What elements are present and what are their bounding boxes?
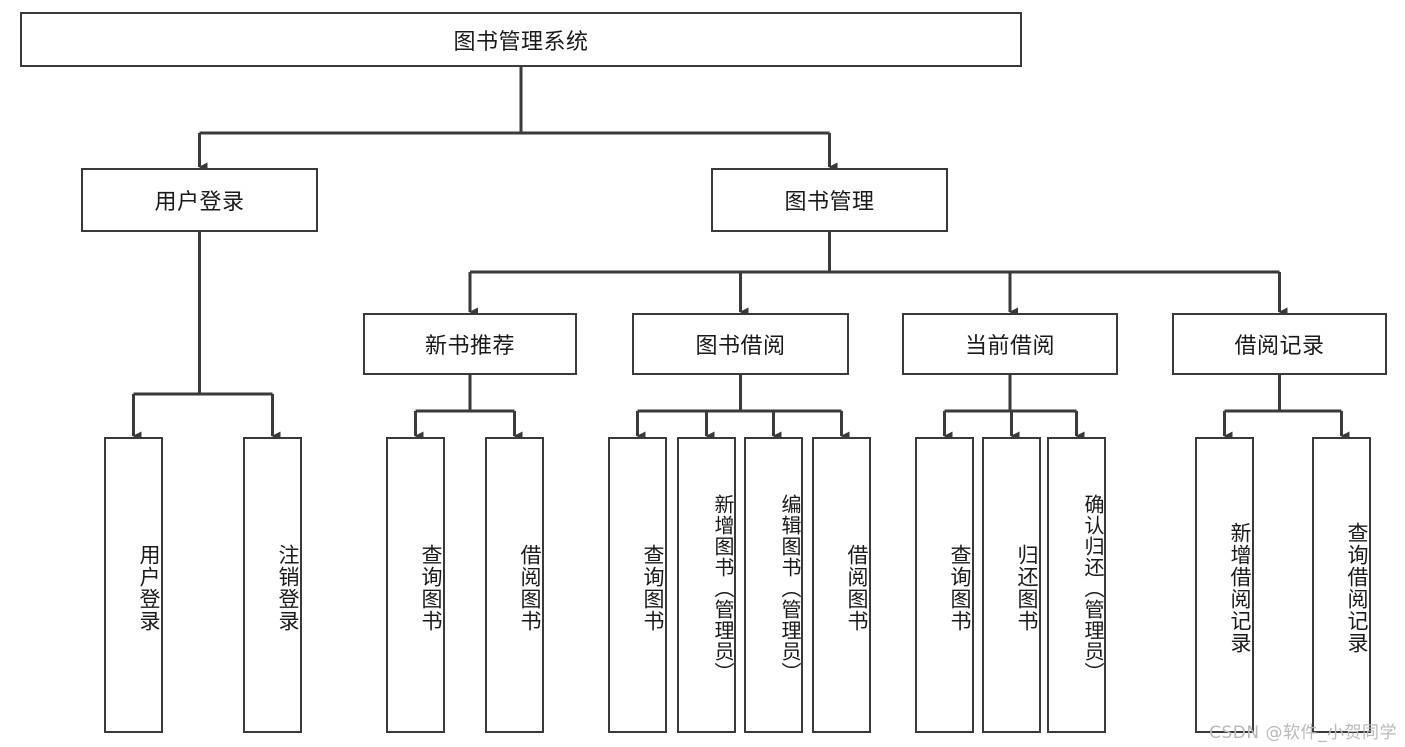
node-leaf-user-logout[interactable]: 注销登录 bbox=[243, 437, 302, 733]
node-leaf-return-book[interactable]: 归还图书 bbox=[982, 437, 1041, 733]
node-current-borrow[interactable]: 当前借阅 bbox=[902, 313, 1118, 375]
node-leaf-edit-book-label: 编辑图书（管理员） bbox=[778, 493, 802, 683]
node-leaf-query-book-current[interactable]: 查询图书 bbox=[915, 437, 974, 733]
node-root-label: 图书管理系统 bbox=[453, 29, 589, 55]
node-leaf-query-book-borrow-label: 查询图书 bbox=[641, 544, 665, 632]
node-new-book-recommend[interactable]: 新书推荐 bbox=[363, 313, 577, 375]
node-user-login[interactable]: 用户登录 bbox=[81, 168, 318, 232]
node-leaf-query-book-recommend[interactable]: 查询图书 bbox=[386, 437, 445, 733]
node-leaf-query-borrow-record-label: 查询借阅记录 bbox=[1345, 522, 1369, 654]
node-leaf-add-borrow-record[interactable]: 新增借阅记录 bbox=[1195, 437, 1254, 733]
node-leaf-query-borrow-record[interactable]: 查询借阅记录 bbox=[1312, 437, 1371, 733]
watermark-text: CSDN @软件_小贺同学 bbox=[1209, 723, 1397, 743]
node-leaf-borrow-book-recommend[interactable]: 借阅图书 bbox=[485, 437, 544, 733]
node-new-book-recommend-label: 新书推荐 bbox=[424, 334, 515, 359]
node-root[interactable]: 图书管理系统 bbox=[20, 12, 1022, 67]
node-leaf-query-book-borrow[interactable]: 查询图书 bbox=[608, 437, 667, 733]
node-leaf-user-login-label: 用户登录 bbox=[137, 544, 161, 632]
node-leaf-borrow-book-label: 借阅图书 bbox=[845, 544, 869, 632]
node-book-management[interactable]: 图书管理 bbox=[711, 168, 948, 232]
node-leaf-add-borrow-record-label: 新增借阅记录 bbox=[1228, 522, 1252, 654]
node-leaf-user-logout-label: 注销登录 bbox=[276, 544, 300, 632]
node-book-management-label: 图书管理 bbox=[784, 190, 875, 215]
node-leaf-borrow-book[interactable]: 借阅图书 bbox=[812, 437, 871, 733]
node-leaf-add-book-label: 新增图书（管理员） bbox=[711, 493, 735, 683]
node-leaf-query-book-current-label: 查询图书 bbox=[948, 544, 972, 632]
node-user-login-label: 用户登录 bbox=[154, 190, 245, 215]
node-leaf-add-book[interactable]: 新增图书（管理员） bbox=[677, 437, 736, 733]
node-book-borrow[interactable]: 图书借阅 bbox=[632, 313, 849, 375]
node-leaf-borrow-book-recommend-label: 借阅图书 bbox=[518, 544, 542, 632]
node-book-borrow-label: 图书借阅 bbox=[695, 334, 786, 359]
node-leaf-edit-book[interactable]: 编辑图书（管理员） bbox=[744, 437, 803, 733]
node-leaf-return-book-label: 归还图书 bbox=[1015, 544, 1039, 632]
node-leaf-user-login[interactable]: 用户登录 bbox=[104, 437, 163, 733]
node-borrow-records[interactable]: 借阅记录 bbox=[1172, 313, 1387, 375]
node-leaf-confirm-return[interactable]: 确认归还（管理员） bbox=[1047, 437, 1106, 733]
node-current-borrow-label: 当前借阅 bbox=[964, 334, 1055, 359]
node-borrow-records-label: 借阅记录 bbox=[1234, 334, 1325, 359]
node-leaf-query-book-recommend-label: 查询图书 bbox=[419, 544, 443, 632]
node-leaf-confirm-return-label: 确认归还（管理员） bbox=[1081, 493, 1105, 683]
